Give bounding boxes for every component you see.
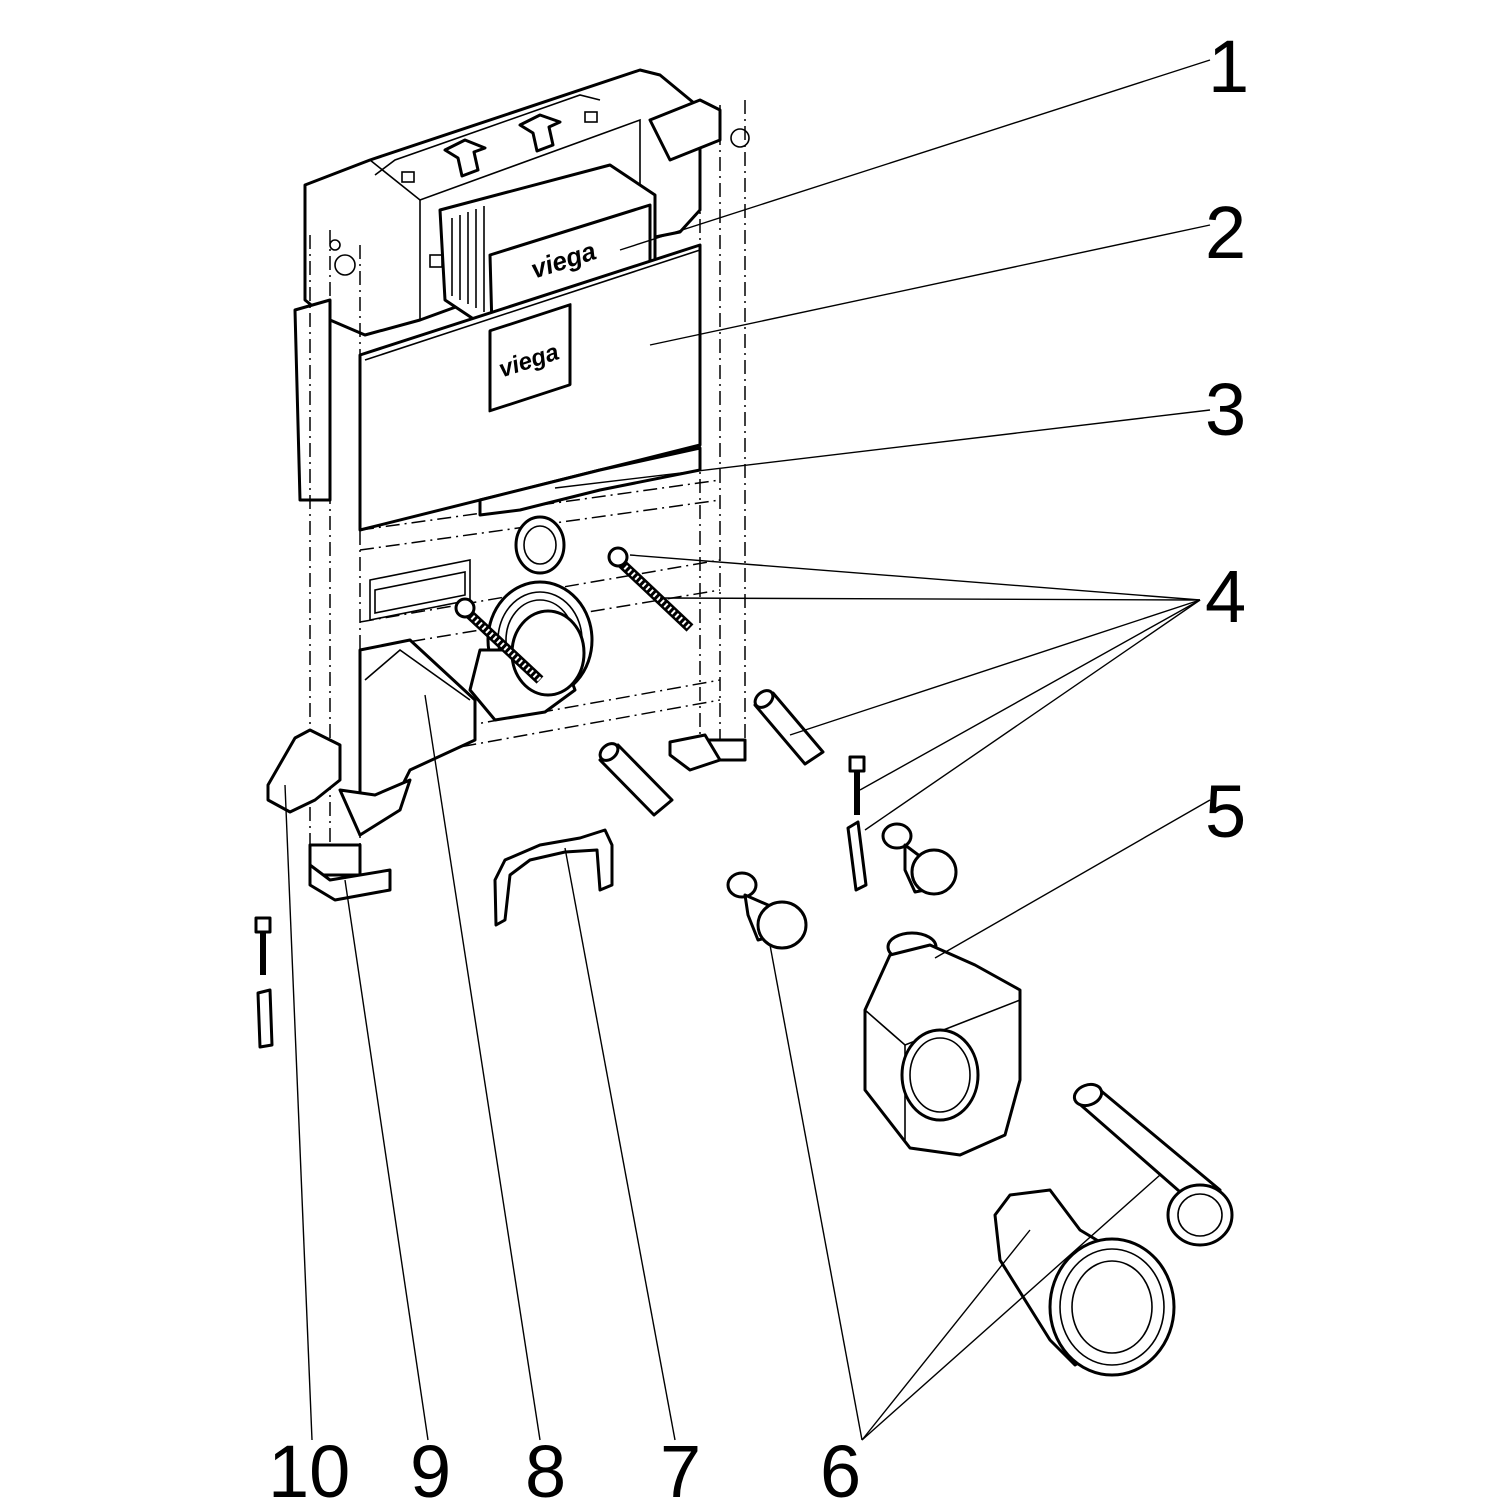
threaded-stud-right (607, 546, 694, 632)
screw-right (848, 755, 866, 815)
screw-left (254, 916, 272, 975)
side-panel-left (293, 298, 332, 502)
support-bracket (493, 828, 614, 927)
callout-9: 9 (410, 1430, 451, 1500)
callout-2: 2 (1205, 191, 1246, 274)
threaded-stud-left (454, 597, 544, 684)
pan-connector (863, 931, 1022, 1157)
spacer-tube-2 (753, 689, 825, 766)
connection-pipe (1072, 1082, 1234, 1247)
flush-plate-ribs (451, 206, 485, 312)
frame-upright-right (648, 98, 750, 772)
callout-6: 6 (820, 1430, 861, 1500)
waste-connector (468, 580, 594, 722)
callout-8: 8 (525, 1430, 566, 1500)
elbow-connector (993, 1188, 1176, 1377)
frame-assembly: viega viega (266, 68, 750, 902)
flush-pipe-outlet (514, 515, 566, 575)
rear-support-plate (266, 728, 342, 814)
callout-5: 5 (1205, 770, 1246, 853)
callout-7: 7 (660, 1430, 701, 1500)
dowel-left (256, 988, 274, 1049)
bolt-cap-center (726, 871, 808, 950)
callout-4: 4 (1205, 555, 1246, 638)
callout-numbers: 1 2 3 4 5 6 7 8 9 10 (268, 25, 1249, 1500)
callout-10: 10 (268, 1430, 350, 1500)
spacer-tube-1 (598, 742, 674, 817)
foot-bracket-left (308, 863, 392, 902)
brand-label-panel (488, 303, 572, 413)
dowel-right (846, 820, 868, 892)
callout-3: 3 (1205, 368, 1246, 451)
flush-pipe (478, 446, 702, 517)
callout-1: 1 (1208, 25, 1249, 108)
foot-bracket-right (668, 733, 722, 772)
leader-lines (284, 59, 1211, 1441)
bolt-cap-right (881, 822, 958, 896)
